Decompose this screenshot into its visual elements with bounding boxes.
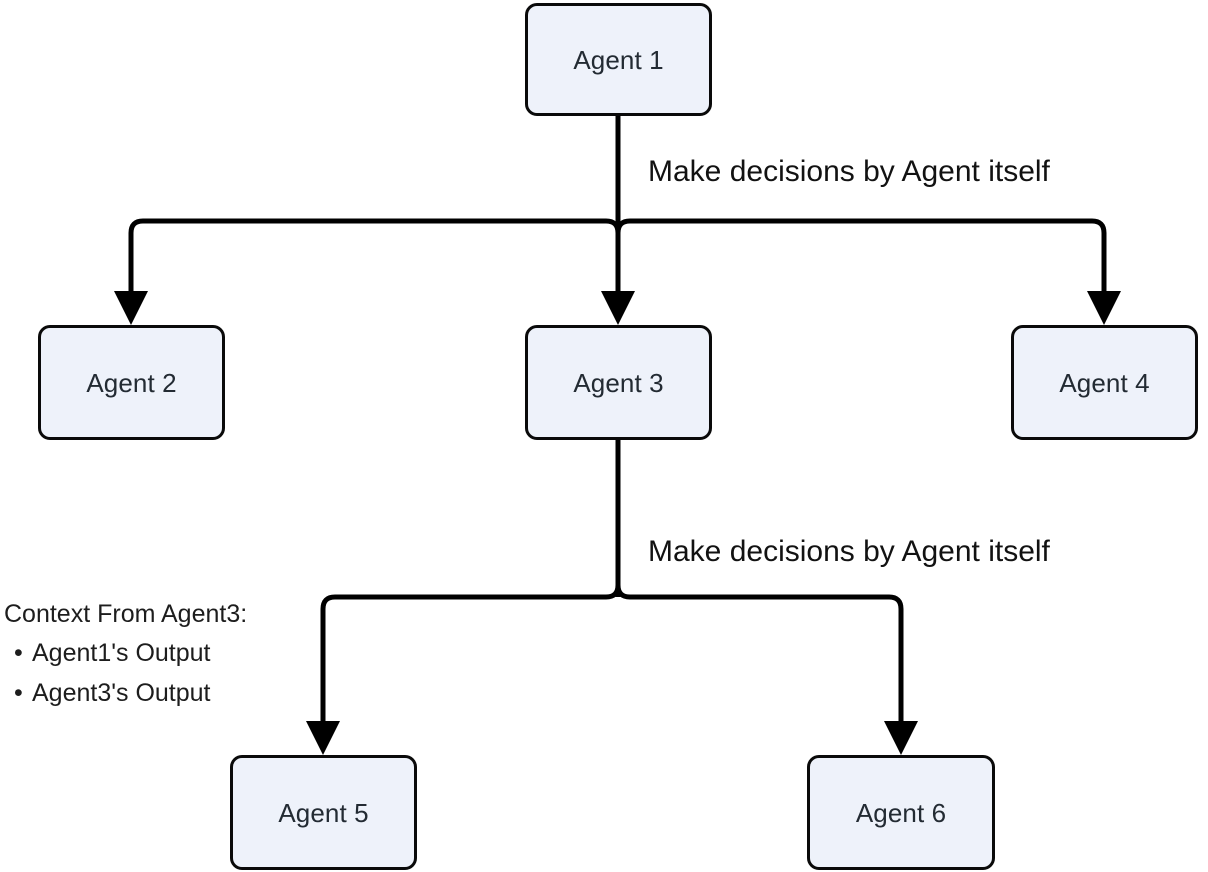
arrowhead-to-agent6 <box>884 721 918 755</box>
arrowhead-to-agent3 <box>601 291 635 325</box>
node-agent2[interactable]: Agent 2 <box>38 325 225 440</box>
context-annotation-title: Context From Agent3: <box>4 600 248 628</box>
arrowhead-to-agent2 <box>114 291 148 325</box>
context-annotation-list: Agent1's Output Agent3's Output <box>4 633 247 713</box>
edge-branch-bar-2 <box>320 584 904 742</box>
node-agent5-label: Agent 5 <box>278 797 369 828</box>
node-agent4[interactable]: Agent 4 <box>1011 325 1198 440</box>
node-agent1-label: Agent 1 <box>573 44 664 75</box>
context-annotation-item: Agent1's Output <box>4 633 247 673</box>
edge-branch-bar-1 <box>128 218 1107 312</box>
edge-label-branch-2: Make decisions by Agent itself <box>642 535 1056 568</box>
context-annotation: Context From Agent3: Agent1's Output Age… <box>4 600 248 713</box>
node-agent1[interactable]: Agent 1 <box>525 3 712 116</box>
node-agent5[interactable]: Agent 5 <box>230 755 417 870</box>
context-annotation-item: Agent3's Output <box>4 673 247 713</box>
node-agent6-label: Agent 6 <box>855 797 947 828</box>
edge-label-branch-1: Make decisions by Agent itself <box>642 155 1056 188</box>
arrowhead-to-agent5 <box>306 721 340 755</box>
node-agent2-label: Agent 2 <box>86 367 177 398</box>
node-agent3-label: Agent 3 <box>573 367 664 398</box>
node-agent6[interactable]: Agent 6 <box>807 755 995 870</box>
arrowhead-to-agent4 <box>1087 291 1121 325</box>
node-agent3[interactable]: Agent 3 <box>525 325 712 440</box>
node-agent4-label: Agent 4 <box>1059 367 1150 398</box>
